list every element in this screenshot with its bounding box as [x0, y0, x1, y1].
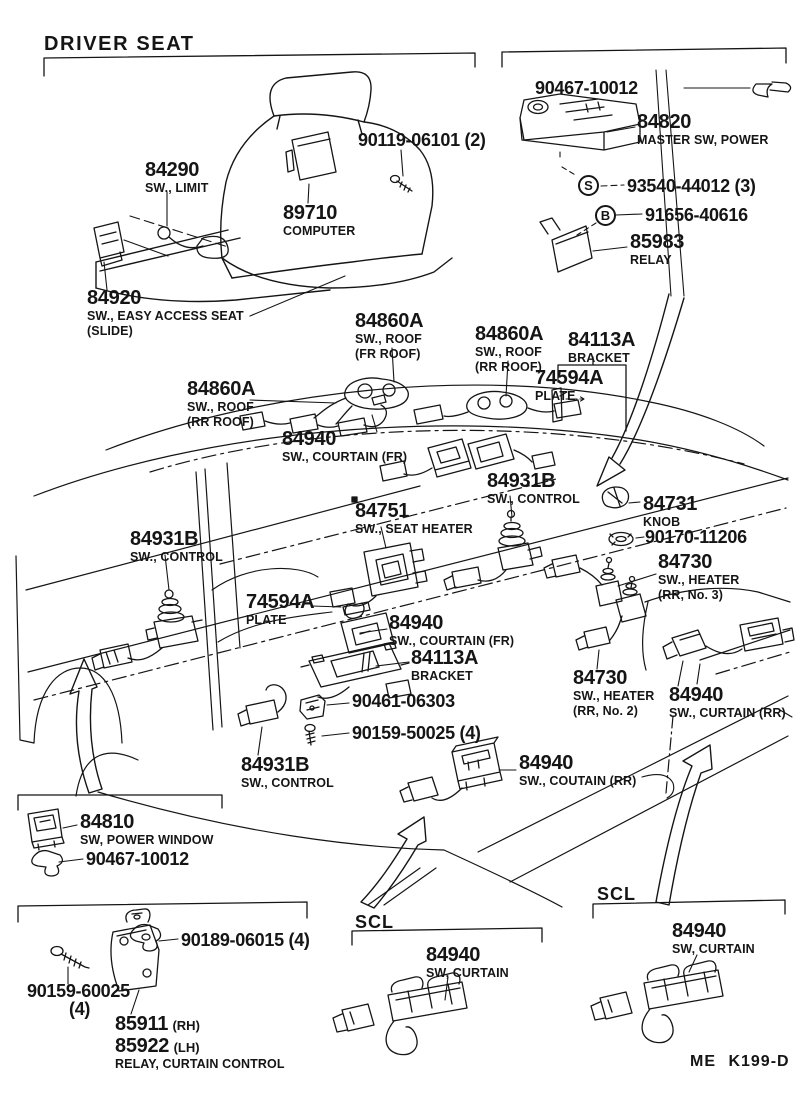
- label-control-bottom: 84931B SW., CONTROL: [241, 754, 334, 790]
- upper-left-parts: [93, 131, 413, 267]
- screw-symbol-s: S: [578, 175, 599, 196]
- scl-mid-heading: SCL: [355, 912, 394, 932]
- label-knob: 84731 KNOB: [643, 493, 698, 529]
- label-curtain-scl-mid: 84940 SW, CURTAIN: [426, 944, 509, 980]
- label-clip-90467-bottom: 90467-10012: [86, 849, 189, 869]
- label-relay-curtain-control: 85911 (RH) 85922 (LH) RELAY, CURTAIN CON…: [115, 1013, 285, 1071]
- label-bolt-90119: 90119-06101 (2): [358, 130, 486, 150]
- curtain-mid-assembly-drawing: [211, 568, 412, 699]
- scl-right-connector-drawing: [590, 960, 724, 1044]
- label-master-switch: 84820 MASTER SW, POWER: [637, 111, 769, 147]
- label-control-left: 84931B SW., CONTROL: [130, 528, 223, 564]
- bolt-symbol-b: B: [595, 205, 616, 226]
- label-plate-top: 74594A PLATE: [535, 367, 604, 403]
- label-roof-rr-top: 84860A SW., ROOF (RR ROOF): [475, 323, 544, 374]
- label-bracket-mid: 84113A BRACKET: [411, 647, 479, 683]
- label-sw-limit: 84290 SW., LIMIT: [145, 159, 209, 195]
- label-screw-60025: 90159-60025 (4): [27, 981, 130, 1019]
- label-screw-93540: 93540-44012 (3): [627, 176, 756, 196]
- label-curtain-rr: 84940 SW., CURTAIN (RR): [669, 684, 786, 720]
- mid-fastener-drawings: [237, 684, 326, 746]
- label-power-window: 84810 SW, POWER WINDOW: [80, 811, 214, 847]
- label-roof-fr: 84860A SW., ROOF (FR ROOF): [355, 310, 424, 361]
- label-computer: 89710 COMPUTER: [283, 202, 356, 238]
- label-seat-heater: 84751 SW., SEAT HEATER: [355, 500, 473, 536]
- label-easy-access-seat: 84920 SW., EASY ACCESS SEAT (SLIDE): [87, 287, 244, 338]
- label-bracket-top: 84113A BRACKET: [568, 329, 636, 365]
- label-courtain-fr-top: 84940 SW., COURTAIN (FR): [282, 428, 408, 464]
- label-bolt-91656: 91656-40616: [645, 205, 748, 225]
- label-screw-50025: 90159-50025 (4): [352, 723, 481, 743]
- label-bolt-90189: 90189-06015 (4): [181, 930, 310, 950]
- label-bolt-90461: 90461-06303: [352, 691, 455, 711]
- scl-mid-connector-drawing: [332, 972, 468, 1056]
- control-switch-left-drawing: [91, 589, 203, 671]
- scl-right-heading: SCL: [597, 884, 636, 904]
- page-title: DRIVER SEAT: [44, 33, 195, 55]
- label-relay-85983: 85983 RELAY: [630, 231, 685, 267]
- label-coutain-rr: 84940 SW., COUTAIN (RR): [519, 752, 637, 788]
- footer-code: ME K199-D: [690, 1053, 790, 1070]
- label-heater-rr2: 84730 SW., HEATER (RR, No. 2): [573, 667, 655, 718]
- label-courtain-fr-mid: 84940 SW., COURTAIN (FR): [389, 612, 515, 648]
- label-control-mid: 84931B SW., CONTROL: [487, 470, 580, 506]
- label-plate-mid: 74594A PLATE: [246, 591, 315, 627]
- label-clip-90467-top: 90467-10012: [535, 78, 638, 98]
- label-heater-rr3: 84730 SW., HEATER (RR, No. 3): [658, 551, 740, 602]
- label-curtain-scl-right: 84940 SW, CURTAIN: [672, 920, 755, 956]
- label-nut-90170: 90170-11206: [645, 527, 747, 547]
- label-roof-rr-left: 84860A SW., ROOF (RR ROOF): [187, 378, 256, 429]
